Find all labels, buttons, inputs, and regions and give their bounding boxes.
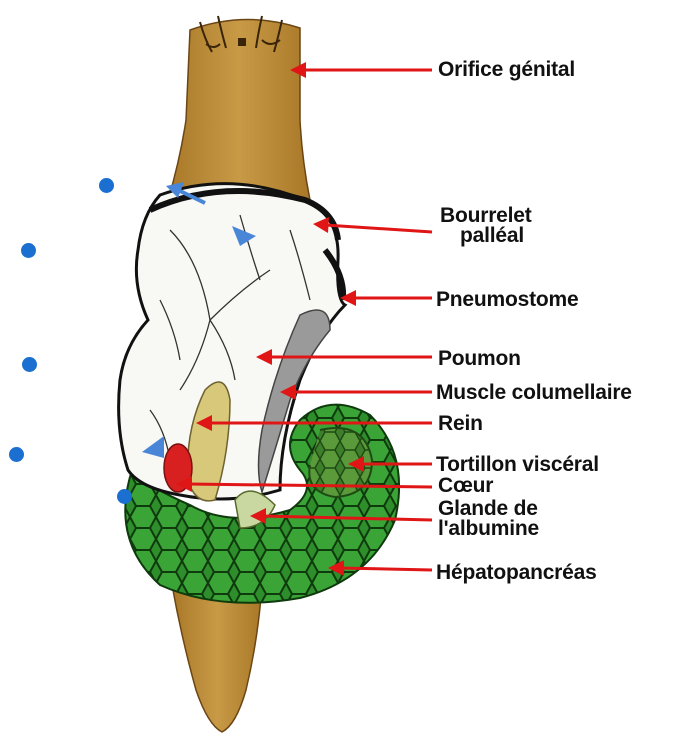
label-coeur: Cœur [438,476,493,496]
label-glande-albumine: Glande de l'albumine [438,499,539,539]
label-hepatopancreas-text: Hépatopancréas [436,561,597,584]
label-coeur-text: Cœur [438,474,493,497]
label-poumon-text: Poumon [438,347,521,370]
snail-head [168,19,310,200]
label-rein: Rein [438,414,483,434]
label-hepatopancreas: Hépatopancréas [436,563,597,583]
genital-orifice-mark [238,38,246,46]
annotation-dot-5 [117,489,132,504]
label-bourrelet-line1: Bourrelet [440,206,532,226]
label-poumon: Poumon [438,349,521,369]
label-pneumostome: Pneumostome [436,290,579,310]
annotation-dot-3 [22,357,37,372]
label-rein-text: Rein [438,412,483,435]
annotation-dot-2 [21,243,36,258]
annotation-dot-1 [99,178,114,193]
label-orifice-genital: Orifice génital [438,60,575,80]
label-tortillon-visceral: Tortillon viscéral [436,455,599,475]
label-glande-line1: Glande de [438,499,539,519]
snail-tail [172,585,262,732]
label-tortillon-visceral-text: Tortillon viscéral [436,453,599,476]
label-muscle-columellaire: Muscle columellaire [436,383,632,403]
label-bourrelet-line2: palléal [440,226,532,246]
label-orifice-genital-text: Orifice génital [438,58,575,81]
label-pneumostome-text: Pneumostome [436,288,579,311]
label-glande-line2: l'albumine [438,519,539,539]
label-bourrelet-palleal: Bourrelet palléal [440,206,532,246]
annotation-dot-4 [9,447,24,462]
label-muscle-columellaire-text: Muscle columellaire [436,381,632,404]
